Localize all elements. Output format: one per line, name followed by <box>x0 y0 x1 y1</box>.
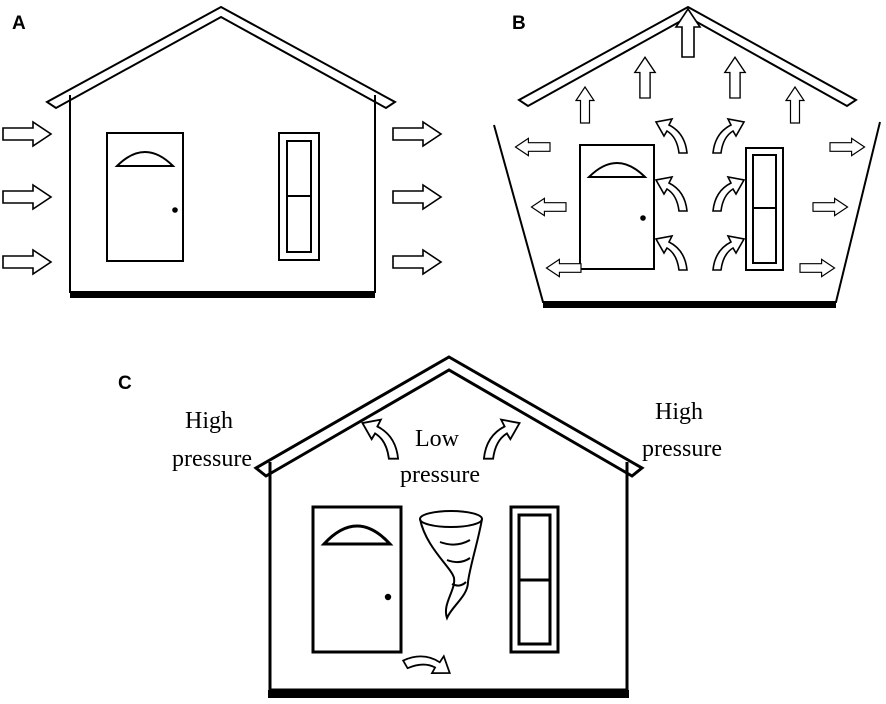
door-window <box>320 524 394 546</box>
panel-c-label: C <box>118 373 132 394</box>
window <box>509 505 560 654</box>
curved-arrow-icon <box>712 176 745 212</box>
outward-arrows-right <box>799 137 866 278</box>
arrow-icon <box>392 184 442 210</box>
upward-arrows <box>575 8 805 124</box>
ground-line <box>543 302 836 308</box>
panel-b-label: B <box>512 13 526 34</box>
curved-arrow-icon <box>655 176 688 212</box>
arrow-icon <box>2 249 52 275</box>
curved-arrow-icon <box>361 418 400 460</box>
door-knob <box>172 207 178 213</box>
outside-arrows-right <box>392 121 442 275</box>
arrow-icon <box>785 86 805 124</box>
window <box>278 132 320 261</box>
window <box>745 147 784 271</box>
panel-a-house <box>45 5 397 298</box>
high-pressure-right-label: High pressure <box>642 399 722 462</box>
panel-a: A <box>2 5 442 298</box>
door <box>106 132 184 262</box>
roof <box>253 355 645 478</box>
arrow-icon <box>799 258 836 278</box>
curved-arrows-right <box>712 118 745 271</box>
high-pressure-left-label: High pressure <box>172 408 252 472</box>
arrow-icon <box>812 197 849 217</box>
door-knob <box>384 593 392 601</box>
panel-a-label: A <box>12 13 26 34</box>
curved-arrow-icon <box>655 235 688 271</box>
outward-arrows-left <box>514 137 582 278</box>
arrow-icon <box>2 184 52 210</box>
door <box>311 505 403 654</box>
circulation-arrows <box>361 418 521 691</box>
ground-line <box>268 690 629 698</box>
curved-arrow-icon <box>655 118 688 154</box>
roof <box>45 5 397 110</box>
arrow-icon <box>829 137 866 157</box>
arrow-icon <box>392 121 442 147</box>
door-window <box>586 162 648 178</box>
low-pressure-label: Low pressure <box>400 426 480 488</box>
curved-arrow-icon <box>712 235 745 271</box>
arrow-icon <box>392 249 442 275</box>
door <box>579 144 655 270</box>
arrow-icon <box>2 121 52 147</box>
house-wall <box>268 462 629 692</box>
tornado-icon <box>419 510 483 621</box>
outside-arrows-left <box>2 121 52 275</box>
house-wall <box>69 95 376 293</box>
door-knob <box>640 215 646 221</box>
arrow-icon <box>514 137 551 157</box>
curved-arrow-icon <box>402 640 454 691</box>
ground-line <box>70 292 375 298</box>
curved-arrow-icon <box>712 118 745 154</box>
arrow-icon <box>530 197 567 217</box>
arrow-icon <box>634 56 656 99</box>
panel-c-house <box>253 355 645 698</box>
arrow-icon <box>675 8 701 58</box>
arrow-icon <box>724 56 746 99</box>
curved-arrows-left <box>655 118 688 271</box>
door-window <box>114 151 176 167</box>
arrow-icon <box>545 258 582 278</box>
curved-arrow-icon <box>482 418 521 460</box>
arrow-icon <box>575 86 595 124</box>
panel-b: B <box>493 5 881 308</box>
panel-c: C High <box>118 355 722 698</box>
